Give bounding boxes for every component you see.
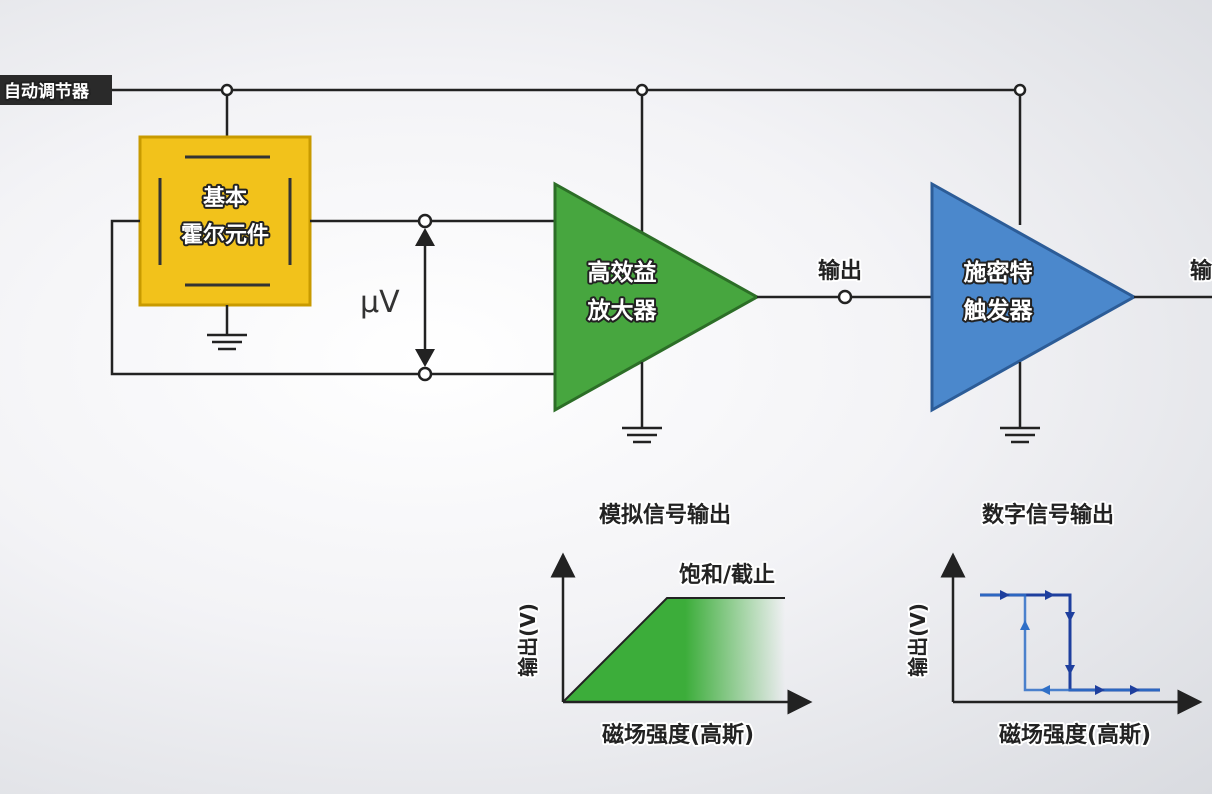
analog-ylabel: 输出(V) [516,603,540,677]
ground-icon [207,305,247,351]
output-label: 输出 [818,258,862,284]
hall-element-label-1: 基本 [203,186,247,211]
analog-xlabel: 磁场强度(高斯) [602,722,754,748]
digital-graph-title: 数字信号输出 [982,502,1114,528]
digital-arrow [1020,620,1030,630]
digital-ylabel: 输出(V) [906,603,930,677]
analog-fill-area [563,598,785,702]
analog-graph: 模拟信号输出 饱和/截止 输出(V) 磁场强度(高斯) [514,500,813,750]
auto-regulator-label: 自动调节器 [4,81,90,102]
output-right-label: 输 [1190,258,1212,284]
digital-high-to-low-path [980,593,1160,692]
voltage-label: μV [360,285,400,320]
ground-icon [622,362,662,444]
trigger-label-2: 触发器 [964,297,1034,324]
junction-node [220,83,234,97]
ground-icon [1000,362,1040,444]
terminal-node [417,366,433,382]
trigger-label-1: 施密特 [964,259,1033,286]
digital-arrow [1065,612,1075,622]
amplifier-label-1: 高效益 [588,259,657,286]
digital-arrow [1095,685,1105,695]
digital-arrow [1065,665,1075,675]
digital-arrow [1130,685,1140,695]
digital-arrow [1000,590,1010,600]
digital-graph: 数字信号输出 输出(V) 磁场强度(高斯) [904,500,1203,750]
digital-arrow [1045,590,1055,600]
output-node [837,289,853,305]
schmitt-trigger-block: 施密特 触发器 [930,181,1138,413]
amplifier-label-2: 放大器 [587,297,658,324]
terminal-node [417,213,433,229]
hall-return-wire [110,219,425,376]
digital-xlabel: 磁场强度(高斯) [999,722,1151,748]
analog-annotation: 饱和/截止 [679,562,775,588]
hall-element-label-2: 霍尔元件 [181,222,269,248]
voltage-arrow [415,228,435,367]
analog-graph-title: 模拟信号输出 [599,502,731,528]
amplifier-block: 高效益 放大器 [553,181,761,413]
junction-node [635,83,649,97]
digital-arrow [1040,685,1050,695]
junction-node [1013,83,1027,97]
auto-regulator-box: 自动调节器 [0,75,112,105]
hall-element-block: 基本 霍尔元件 [138,135,312,307]
analog-curve [562,597,785,703]
